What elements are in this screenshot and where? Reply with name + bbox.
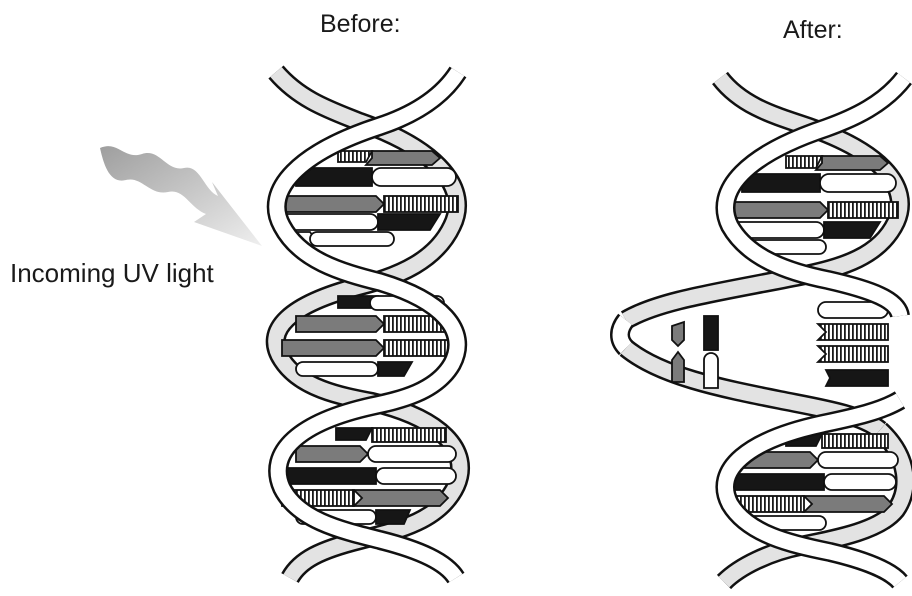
dna-helix-before [276, 72, 460, 578]
wavy-arrow-icon [100, 146, 262, 246]
damaged-region [672, 302, 888, 388]
dna-helix-after [620, 78, 905, 582]
